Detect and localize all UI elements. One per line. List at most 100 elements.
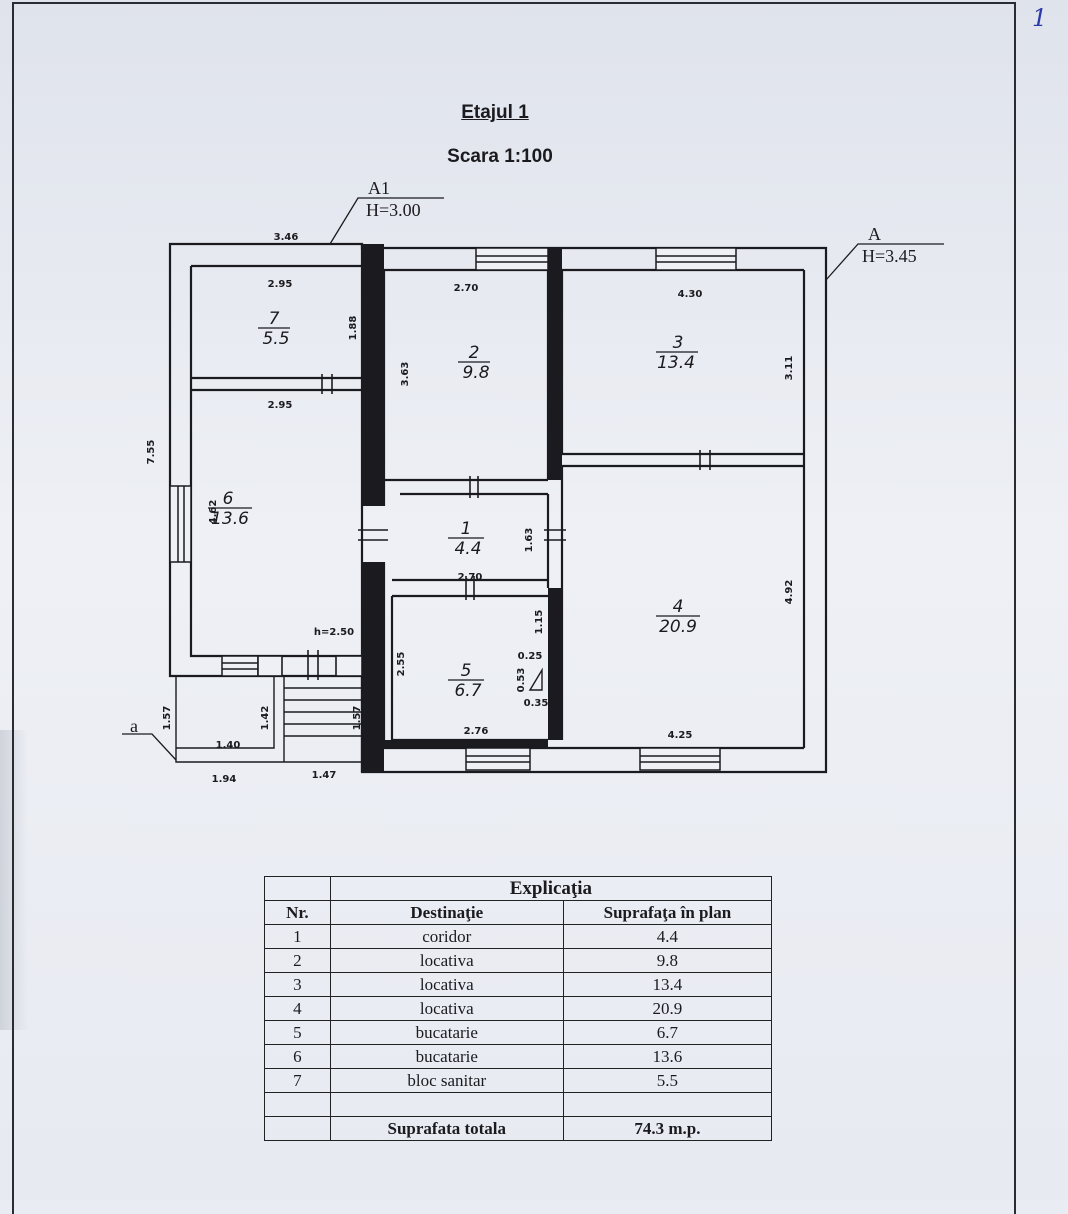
wall-block xyxy=(384,740,548,748)
dim-r5-niche-depth: 1.15 xyxy=(534,610,545,635)
legend-header-row: Nr. Destinaţie Suprafaţa în plan xyxy=(264,900,773,925)
row-nr: 3 xyxy=(264,972,331,997)
dim-r4-depth: 4.92 xyxy=(784,580,795,605)
dim-r3-depth: 3.11 xyxy=(784,356,795,381)
total-row: Suprafata totala 74.3 m.p. xyxy=(264,1116,773,1141)
porch xyxy=(175,667,543,763)
row-area: 13.4 xyxy=(562,972,773,997)
row-nr: 4 xyxy=(264,996,331,1021)
dim-r5-width: 2.76 xyxy=(464,726,489,737)
row-area: 9.8 xyxy=(562,948,773,973)
dim-step-depth: 1.42 xyxy=(260,706,271,731)
room-7-area: 5.5 xyxy=(262,329,289,349)
row-destination: locativa xyxy=(329,948,564,973)
dim-r5-niche-a: 0.25 xyxy=(518,651,543,662)
row-area: 13.6 xyxy=(562,1044,773,1069)
column-header-nr: Nr. xyxy=(264,900,331,925)
dim-r5-niche-c: 0.35 xyxy=(524,698,549,709)
row-nr: 7 xyxy=(264,1068,331,1093)
dim-r7-depth: 1.88 xyxy=(348,316,359,341)
window-r6-bottom xyxy=(221,655,259,677)
table-row: 2 locativa 9.8 xyxy=(264,948,773,973)
room-6-area: 13.6 xyxy=(211,509,249,529)
dim-r6-width: 2.95 xyxy=(268,400,293,411)
dim-r3-width: 4.30 xyxy=(678,289,703,300)
page-number: 1 xyxy=(1032,4,1048,32)
room-4-area: 20.9 xyxy=(659,617,697,637)
room-5-number: 5 xyxy=(461,661,472,681)
row-nr: 1 xyxy=(264,924,331,949)
page-border xyxy=(12,2,1016,1214)
table-row: 1 coridor 4.4 xyxy=(264,924,773,949)
dim-r4-width: 4.25 xyxy=(668,730,693,741)
room-1-number: 1 xyxy=(461,519,472,539)
table-row: 3 locativa 13.4 xyxy=(264,972,773,997)
dim-r1-width: 2.70 xyxy=(458,572,483,583)
total-label: Suprafata totala xyxy=(329,1116,564,1141)
floor-plan: A1 H=3.00 A H=3.45 a 7 5.5 2 9.8 3 13.4 … xyxy=(122,178,944,785)
column-header-destination: Destinaţie xyxy=(329,900,564,925)
plan-title: Etajul 1 xyxy=(461,102,529,123)
row-destination: locativa xyxy=(329,972,564,997)
room-4-number: 4 xyxy=(673,597,684,617)
dim-r2-width: 2.70 xyxy=(454,283,479,294)
room-labels: 7 5.5 2 9.8 3 13.4 6 13.6 1 4.4 4 20.9 5… xyxy=(208,309,700,701)
row-nr: 5 xyxy=(264,1020,331,1045)
dim-r6-depth: 4.62 xyxy=(208,500,219,525)
row-destination: locativa xyxy=(329,996,564,1021)
dim-top-left: 3.46 xyxy=(274,232,299,243)
legend-caption: Explicaţia xyxy=(329,876,773,901)
table-row: 4 locativa 20.9 xyxy=(264,996,773,1021)
row-destination: coridor xyxy=(329,924,564,949)
wall-r3-r4 xyxy=(562,452,804,468)
row-nr: 2 xyxy=(264,948,331,973)
dimension-labels-vertical: 1.88 7.55 4.62 3.63 3.11 1.63 4.92 1.15 … xyxy=(146,316,795,731)
row-destination: bloc sanitar xyxy=(329,1068,564,1093)
windows xyxy=(169,247,737,771)
dim-porch-height: h=2.50 xyxy=(314,627,354,638)
row-area: 6.7 xyxy=(562,1020,773,1045)
dim-r1-depth: 1.63 xyxy=(524,528,535,553)
dim-r7-width: 2.95 xyxy=(268,279,293,290)
wall-r1-r5 xyxy=(392,578,548,598)
dim-r5-niche-b: 0.53 xyxy=(516,668,527,693)
row-destination: bucatarie xyxy=(329,1044,564,1069)
section-a1-height: H=3.00 xyxy=(366,200,421,220)
dim-porch-inner-width: 1.40 xyxy=(216,740,241,751)
dim-porch-width: 1.94 xyxy=(212,774,237,785)
dim-r5-depth: 2.55 xyxy=(396,652,407,677)
row-nr: 6 xyxy=(264,1044,331,1069)
section-leaders xyxy=(122,197,944,761)
wall-fills xyxy=(362,244,562,772)
dim-porch-depth: 1.57 xyxy=(162,706,173,731)
room-6-number: 6 xyxy=(223,489,234,509)
dim-overall-depth: 7.55 xyxy=(146,440,157,465)
room-3-area: 13.4 xyxy=(657,353,695,373)
dimension-labels: 3.46 2.95 2.95 2.70 4.30 2.70 h=2.50 0.2… xyxy=(212,232,703,785)
plan-scale: Scara 1:100 xyxy=(447,146,553,167)
dim-r2-depth: 3.63 xyxy=(400,362,411,387)
wall-block xyxy=(548,248,562,480)
column-header-area: Suprafaţa în plan xyxy=(562,900,773,925)
wall-r7-r6 xyxy=(191,376,362,392)
inner-wall-line-left xyxy=(189,264,362,658)
dim-stair-width: 1.47 xyxy=(312,770,337,781)
total-value: 74.3 m.p. xyxy=(562,1116,773,1141)
window-r6 xyxy=(169,485,192,563)
section-a-height: H=3.45 xyxy=(862,246,917,266)
section-a1-mark: A1 xyxy=(368,178,390,198)
room-2-area: 9.8 xyxy=(462,363,489,383)
room-2-number: 2 xyxy=(469,343,480,363)
room-1-area: 4.4 xyxy=(454,539,481,559)
window-r4 xyxy=(639,747,721,771)
row-area: 4.4 xyxy=(562,924,773,949)
doors xyxy=(257,374,711,680)
legend-table: Explicaţia Nr. Destinaţie Suprafaţa în p… xyxy=(264,876,773,1141)
row-area: 5.5 xyxy=(562,1068,773,1093)
room-3-number: 3 xyxy=(673,333,684,353)
section-small-a-mark: a xyxy=(130,716,138,736)
row-area: 20.9 xyxy=(562,996,773,1021)
window-r5 xyxy=(465,747,531,771)
wall-block xyxy=(548,588,562,740)
table-row: 7 bloc sanitar 5.5 xyxy=(264,1068,773,1093)
